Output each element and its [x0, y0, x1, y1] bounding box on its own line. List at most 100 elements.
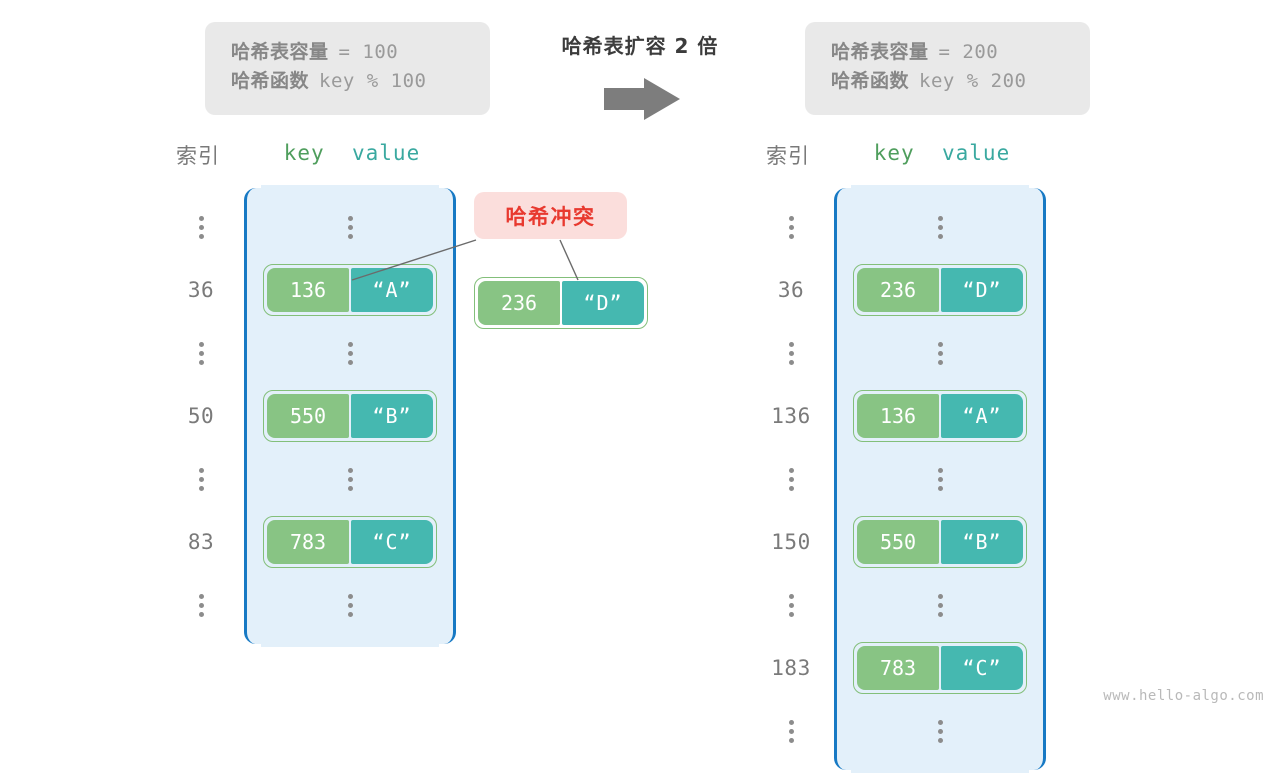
bucket-index-label: 36 [777, 278, 805, 302]
bucket-index-label: 183 [771, 656, 811, 680]
vertical-ellipsis-icon [788, 467, 794, 491]
header-key-value: key value [246, 141, 458, 165]
capacity-label: 哈希表容量 [231, 41, 329, 63]
key-value-pair: 236“D” [853, 264, 1027, 316]
function-value: key % 100 [319, 70, 427, 93]
key-value-pair: 136“A” [853, 390, 1027, 442]
vertical-ellipsis-icon [198, 215, 204, 239]
bucket-index-label: 36 [187, 278, 215, 302]
right-arrow-icon [604, 78, 680, 120]
bucket-index-label: 150 [771, 530, 811, 554]
column-headers-right: 索引 key value [750, 140, 1046, 188]
value-cell: “B” [351, 394, 433, 438]
function-line-before: 哈希函数 key % 100 [231, 67, 464, 96]
header-value: value [352, 141, 421, 165]
bucket-row-ellipsis [198, 326, 453, 380]
bucket-row: 183 783“C” [771, 632, 1043, 704]
hash-collision-badge: 哈希冲突 [474, 192, 627, 239]
value-cell: “D” [941, 268, 1023, 312]
vertical-ellipsis-icon [347, 341, 353, 365]
bucket-row-ellipsis [788, 200, 1043, 254]
vertical-ellipsis-icon [347, 215, 353, 239]
capacity-value: = 200 [938, 41, 999, 63]
bucket-index-label [163, 452, 239, 506]
bucket-index-label [163, 200, 239, 254]
value-cell: “C” [351, 520, 433, 564]
key-cell: 136 [267, 268, 349, 312]
connector-to-new-entry [559, 239, 579, 281]
capacity-line-after: 哈希表容量 = 200 [831, 38, 1064, 67]
key-value-pair: 783“C” [263, 516, 437, 568]
vertical-ellipsis-icon [937, 215, 943, 239]
colliding-entry: 236 “D” [474, 277, 648, 329]
key-cell: 136 [857, 394, 939, 438]
bucket-row-ellipsis [788, 326, 1043, 380]
value-cell: “B” [941, 520, 1023, 564]
value-cell: “A” [351, 268, 433, 312]
vertical-ellipsis-icon [347, 467, 353, 491]
header-value: value [942, 141, 1011, 165]
key-cell: 550 [857, 520, 939, 564]
header-index: 索引 [766, 144, 810, 168]
bucket-index-label: 136 [771, 404, 811, 428]
vertical-ellipsis-icon [937, 719, 943, 743]
bucket-index-label [753, 704, 829, 758]
bucket-row: 36 236“D” [778, 254, 1043, 326]
bucket-row: 36 136“A” [188, 254, 453, 326]
vertical-ellipsis-icon [937, 593, 943, 617]
bucket-row-ellipsis [198, 578, 453, 632]
function-value: key % 200 [919, 70, 1027, 93]
key-cell: 550 [267, 394, 349, 438]
key-cell: 236 [478, 281, 560, 325]
vertical-ellipsis-icon [347, 593, 353, 617]
bucket-row-ellipsis [198, 452, 453, 506]
value-cell: “C” [941, 646, 1023, 690]
header-index: 索引 [176, 144, 220, 168]
key-value-pair: 550“B” [853, 516, 1027, 568]
bucket-row-ellipsis [198, 200, 453, 254]
vertical-ellipsis-icon [788, 341, 794, 365]
bucket-row-ellipsis [788, 704, 1043, 758]
bucket-index-label [753, 578, 829, 632]
bucket-index-label: 50 [187, 404, 215, 428]
watermark: www.hello-algo.com [1103, 688, 1264, 704]
function-line-after: 哈希函数 key % 200 [831, 67, 1064, 96]
key-value-pair: 550“B” [263, 390, 437, 442]
key-cell: 783 [857, 646, 939, 690]
header-key: key [283, 141, 325, 165]
bucket-index-label [163, 326, 239, 380]
vertical-ellipsis-icon [788, 719, 794, 743]
key-cell: 783 [267, 520, 349, 564]
value-cell: “A” [941, 394, 1023, 438]
bucket-index-label [163, 578, 239, 632]
capacity-label: 哈希表容量 [831, 41, 929, 63]
function-label: 哈希函数 [231, 70, 310, 93]
function-label: 哈希函数 [831, 70, 910, 93]
vertical-ellipsis-icon [788, 215, 794, 239]
bucket-index-label [753, 326, 829, 380]
header-key-value: key value [836, 141, 1048, 165]
header-key: key [873, 141, 915, 165]
bucket-row: 150 550“B” [771, 506, 1043, 578]
hash-table-info-after: 哈希表容量 = 200 哈希函数 key % 200 [805, 22, 1090, 115]
column-headers-left: 索引 key value [160, 140, 456, 188]
key-value-pair: 783“C” [853, 642, 1027, 694]
vertical-ellipsis-icon [937, 467, 943, 491]
bucket-index-label [753, 200, 829, 254]
bucket-row: 50 550“B” [188, 380, 453, 452]
vertical-ellipsis-icon [198, 341, 204, 365]
vertical-ellipsis-icon [788, 593, 794, 617]
key-value-pair: 236 “D” [474, 277, 648, 329]
bucket-row-ellipsis [788, 452, 1043, 506]
bucket-row-ellipsis [788, 578, 1043, 632]
bucket-index-label [753, 452, 829, 506]
capacity-line-before: 哈希表容量 = 100 [231, 38, 464, 67]
capacity-value: = 100 [338, 41, 399, 63]
vertical-ellipsis-icon [198, 593, 204, 617]
hash-table-info-before: 哈希表容量 = 100 哈希函数 key % 100 [205, 22, 490, 115]
